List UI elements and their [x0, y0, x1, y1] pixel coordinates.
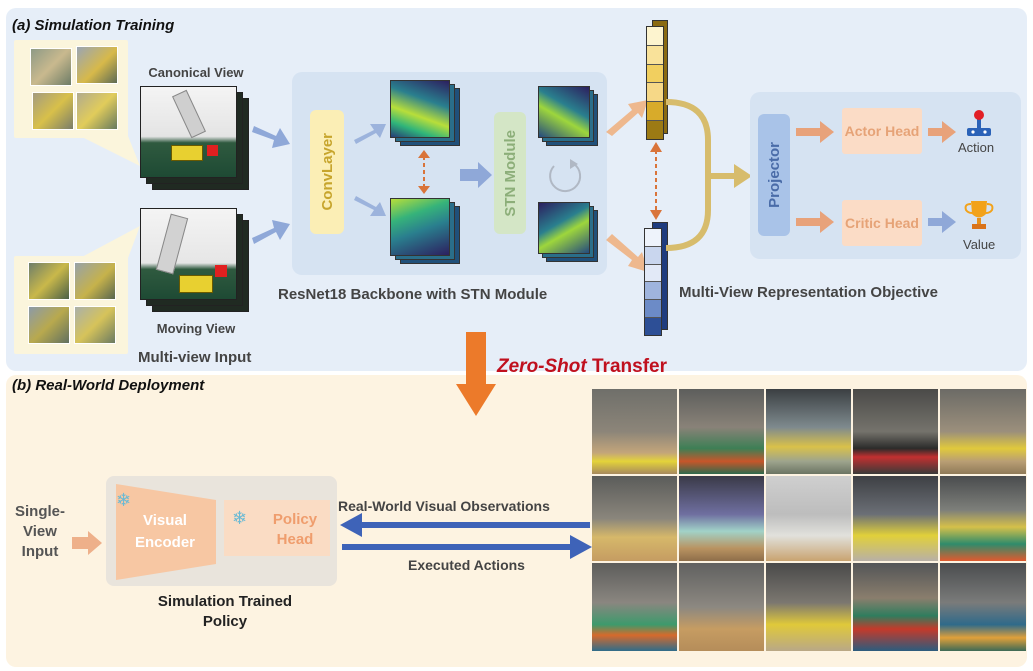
callout-pointer-bottom [80, 226, 140, 258]
multiview-thumbs-bottom [14, 256, 128, 354]
section-b-title: (b) Real-World Deployment [12, 377, 205, 394]
section-a-title: (a) Simulation Training [12, 17, 175, 34]
thumbnail [32, 92, 74, 130]
callout-pointer-top [80, 136, 140, 166]
thumbnail [28, 262, 70, 300]
to-stn-arrow [460, 162, 492, 188]
moving-view-label: Moving View [156, 321, 236, 336]
joystick-icon [967, 110, 991, 136]
real-photo [766, 563, 851, 651]
real-photo [592, 389, 677, 474]
red-cube [207, 145, 218, 156]
feature-map-bottom [390, 198, 450, 256]
input-arrow [72, 531, 102, 555]
yellow-box [179, 275, 213, 293]
robot-arm [172, 89, 206, 139]
policy-head-label: Policy Head [272, 511, 318, 548]
policy-caption: Simulation Trained Policy [157, 593, 293, 630]
observations-label: Real-World Visual Observations [338, 498, 550, 514]
multiview-thumbs-top [14, 40, 128, 138]
thumbnail [74, 306, 116, 344]
real-photo [940, 389, 1026, 474]
real-photo [679, 389, 764, 474]
stn-module-label: STN Module [501, 129, 519, 217]
real-photo [853, 476, 938, 561]
yellow-box [171, 145, 203, 161]
multiview-input-label: Multi-view Input [138, 349, 252, 366]
frozen-snowflake-icon: ❄ [116, 490, 132, 510]
thumbnail [28, 306, 70, 344]
vector-correspondence-arrow [650, 142, 662, 220]
trophy-icon [964, 201, 994, 229]
projector-label: Projector [765, 142, 783, 208]
real-world-photo-grid [592, 389, 1026, 651]
projector-block: Projector [758, 114, 790, 236]
red-cube [215, 265, 227, 277]
moving-view-image [140, 208, 237, 300]
convlayer-label: ConvLayer [318, 133, 336, 211]
merge-arrow [665, 99, 752, 251]
real-photo [592, 563, 677, 651]
convlayer-arrows [354, 124, 386, 216]
real-photo [853, 563, 938, 651]
projector-arrows [796, 121, 834, 233]
real-photo [592, 476, 677, 561]
frozen-snowflake-icon: ❄ [232, 508, 248, 528]
visual-encoder-label: Visual Encoder [134, 512, 195, 551]
canonical-view-image [140, 86, 237, 178]
canonical-view-label: Canonical View [148, 65, 244, 80]
backbone-caption: ResNet18 Backbone with STN Module [278, 286, 548, 303]
embedding-vector-gold [646, 26, 664, 140]
real-photo [766, 476, 851, 561]
real-photo [766, 389, 851, 474]
stn-output-top [538, 86, 590, 138]
real-photo [940, 563, 1026, 651]
zero-shot-text: Zero-Shot [497, 356, 587, 377]
policy-head-block [224, 500, 330, 556]
head-arrows [928, 121, 956, 233]
stn-output-bottom [538, 202, 590, 254]
robot-arm [155, 213, 189, 275]
embedding-vector-blue [644, 228, 662, 336]
real-photo [679, 563, 764, 651]
visual-encoder-block [116, 484, 216, 580]
real-photo [853, 389, 938, 474]
to-embedding-arrows [606, 100, 648, 272]
real-photo [679, 476, 764, 561]
actor-head-block: Actor Head [842, 108, 922, 154]
single-view-input-label: Single-View Input [14, 503, 65, 560]
feature-map-top [390, 80, 450, 138]
objective-caption: Multi-View Representation Objective [679, 284, 938, 301]
transfer-text: Transfer [592, 356, 667, 377]
thumbnail [76, 46, 118, 84]
thumbnail [76, 92, 118, 130]
deployment-arrows [340, 513, 592, 559]
stn-module-block: STN Module [494, 112, 526, 234]
zero-shot-arrow [456, 332, 496, 416]
value-label: Value [963, 237, 996, 252]
correspondence-arrow [418, 150, 430, 194]
rotate-icon [549, 159, 582, 193]
convlayer-block: ConvLayer [310, 110, 344, 234]
zero-shot-transfer-label: Zero-Shot Transfer [497, 356, 667, 378]
real-photo [940, 476, 1026, 561]
action-label: Action [958, 140, 995, 155]
executed-actions-label: Executed Actions [408, 557, 525, 573]
thumbnail [74, 262, 116, 300]
thumbnail [30, 48, 72, 86]
critic-head-block: Critic Head [842, 200, 922, 246]
input-arrows [252, 126, 290, 244]
